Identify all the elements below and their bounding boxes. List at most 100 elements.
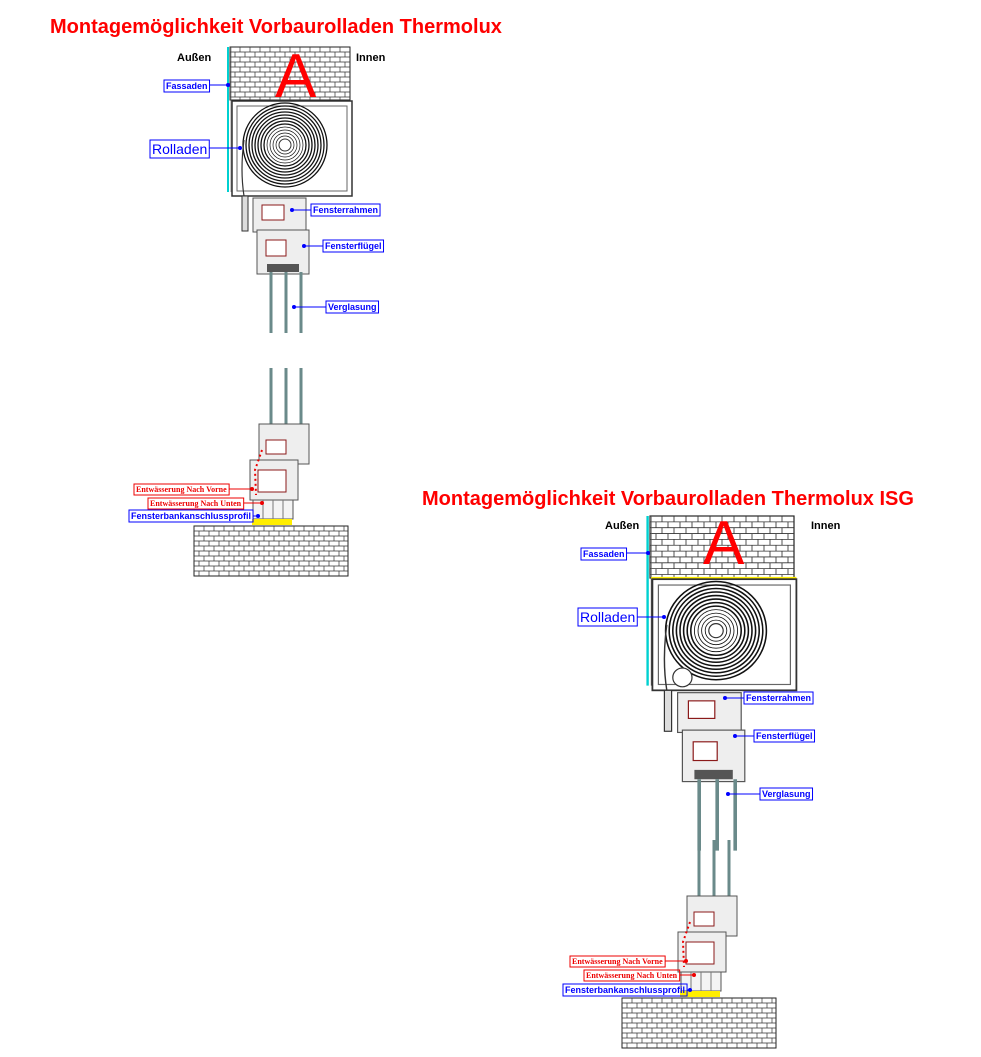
diagram1-title: Montagemöglichkeit Vorbaurolladen Thermo… bbox=[50, 16, 502, 38]
roll-axle bbox=[278, 138, 292, 152]
shutter-roll bbox=[675, 591, 757, 671]
diagram2-outside-label: Außen bbox=[605, 520, 640, 532]
shutter-roll bbox=[672, 587, 760, 674]
diagram2-label-glazing: Verglasung bbox=[726, 787, 814, 801]
shutter-roll bbox=[245, 105, 325, 185]
shutter-label: Rolladen bbox=[152, 141, 207, 157]
shutter-roll bbox=[263, 123, 307, 167]
sill-strip bbox=[680, 991, 720, 997]
diagram1-label-drain-front: Entwässerung Nach Vorne bbox=[133, 483, 254, 496]
shutter-roll bbox=[272, 132, 298, 158]
facade-label: Fassaden bbox=[166, 81, 208, 91]
leader-dot bbox=[250, 487, 254, 491]
glazing-label: Verglasung bbox=[762, 789, 811, 799]
label-box bbox=[580, 547, 628, 561]
guide-rail bbox=[663, 689, 673, 732]
sill-profile-label: Fensterbankanschlussprofil bbox=[565, 985, 685, 995]
frame-reinforcement bbox=[261, 204, 285, 221]
frame-reinforcement bbox=[687, 700, 716, 719]
diagram1-label-frame: Fensterrahmen bbox=[290, 203, 381, 217]
shutter-roll bbox=[701, 616, 731, 646]
diagram2-top-section bbox=[646, 515, 798, 851]
drain-front-label: Entwässerung Nach Vorne bbox=[136, 485, 227, 494]
shutter-roll bbox=[697, 612, 735, 649]
frame-label: Fensterrahmen bbox=[746, 693, 811, 703]
leader-dot bbox=[726, 792, 730, 796]
leader-dot bbox=[292, 305, 296, 309]
shutter-label: Rolladen bbox=[580, 609, 635, 625]
diagram1-label-glazing: Verglasung bbox=[292, 300, 380, 314]
leader-dot bbox=[260, 501, 264, 505]
diagram2-label-drain-down: Entwässerung Nach Unten bbox=[583, 969, 696, 982]
shutter-roll bbox=[254, 114, 316, 176]
facade-label: Fassaden bbox=[583, 549, 625, 559]
frame-reinforcement bbox=[685, 941, 715, 965]
shutter-roll bbox=[248, 108, 322, 182]
shutter-roll bbox=[257, 117, 313, 173]
diagram2-label-shutter: Rolladen bbox=[577, 607, 666, 627]
diagram1-marker-a: A bbox=[275, 42, 317, 111]
shutter-roll bbox=[251, 111, 319, 179]
diagram2-marker-a: A bbox=[703, 509, 745, 578]
frame-label: Fensterrahmen bbox=[313, 205, 378, 215]
shutter-roll bbox=[260, 120, 310, 170]
sash-label: Fensterflügel bbox=[756, 731, 813, 741]
isg-roller bbox=[672, 667, 693, 688]
drain-front-label: Entwässerung Nach Vorne bbox=[572, 957, 663, 966]
leader-dot bbox=[238, 146, 242, 150]
diagram1-label-sash: Fensterflügel bbox=[302, 239, 385, 253]
sash-reinforcement bbox=[692, 741, 718, 762]
diagram2-label-frame: Fensterrahmen bbox=[723, 691, 814, 705]
frame-reinforcement bbox=[257, 469, 287, 493]
leader-dot bbox=[646, 551, 650, 555]
diagram1-label-shutter: Rolladen bbox=[149, 139, 242, 159]
shutter-roll bbox=[693, 609, 739, 653]
label-box bbox=[163, 79, 211, 93]
diagram1-label-facade: Fassaden bbox=[163, 79, 230, 93]
leader-dot bbox=[290, 208, 294, 212]
leader-dot bbox=[256, 514, 260, 518]
drain-down-label: Entwässerung Nach Unten bbox=[586, 971, 678, 980]
leader-dot bbox=[684, 959, 688, 963]
diagram2-label-drain-front: Entwässerung Nach Vorne bbox=[569, 955, 688, 968]
shutter-roll bbox=[679, 594, 753, 667]
shutter-roll bbox=[690, 605, 742, 656]
label-box bbox=[149, 139, 210, 159]
drainage-path bbox=[253, 449, 263, 496]
diagram2-title: Montagemöglichkeit Vorbaurolladen Thermo… bbox=[422, 488, 914, 510]
leader-dot bbox=[692, 973, 696, 977]
diagram1-label-sill-profile: Fensterbankanschlussprofil bbox=[128, 509, 260, 523]
sill-profile-label: Fensterbankanschlussprofil bbox=[131, 511, 251, 521]
diagram2-bottom-section bbox=[621, 840, 777, 1049]
leader-dot bbox=[688, 988, 692, 992]
sash-reinforcement bbox=[693, 911, 715, 927]
sash-reinforcement bbox=[265, 239, 287, 257]
diagram2-label-sill-profile: Fensterbankanschlussprofil bbox=[562, 983, 692, 997]
leader-dot bbox=[662, 615, 666, 619]
diagram1-top-section bbox=[227, 46, 353, 333]
sash-reinforcement bbox=[265, 439, 287, 455]
sash-label: Fensterflügel bbox=[325, 241, 382, 251]
drainage-path bbox=[681, 921, 691, 968]
leader-dot bbox=[723, 696, 727, 700]
leader-dot bbox=[733, 734, 737, 738]
diagram1-bottom-section bbox=[193, 368, 349, 577]
roll-axle bbox=[708, 623, 724, 639]
guide-rail bbox=[241, 195, 249, 232]
glass-seal bbox=[267, 264, 299, 272]
shutter-roll bbox=[686, 601, 746, 660]
glazing-label: Verglasung bbox=[328, 302, 377, 312]
shutter-roll bbox=[682, 598, 750, 664]
diagram2-label-facade: Fassaden bbox=[580, 547, 650, 561]
shutter-roll bbox=[704, 619, 728, 642]
shutter-roll bbox=[668, 584, 764, 678]
sill-strip bbox=[252, 519, 292, 525]
leader-dot bbox=[302, 244, 306, 248]
glass-seal bbox=[694, 769, 733, 780]
shutter-roll bbox=[275, 135, 295, 155]
diagram1-inside-label: Innen bbox=[356, 52, 386, 64]
diagram1-outside-label: Außen bbox=[177, 52, 212, 64]
shutter-roll bbox=[269, 129, 301, 161]
shutter-roll bbox=[266, 126, 304, 164]
